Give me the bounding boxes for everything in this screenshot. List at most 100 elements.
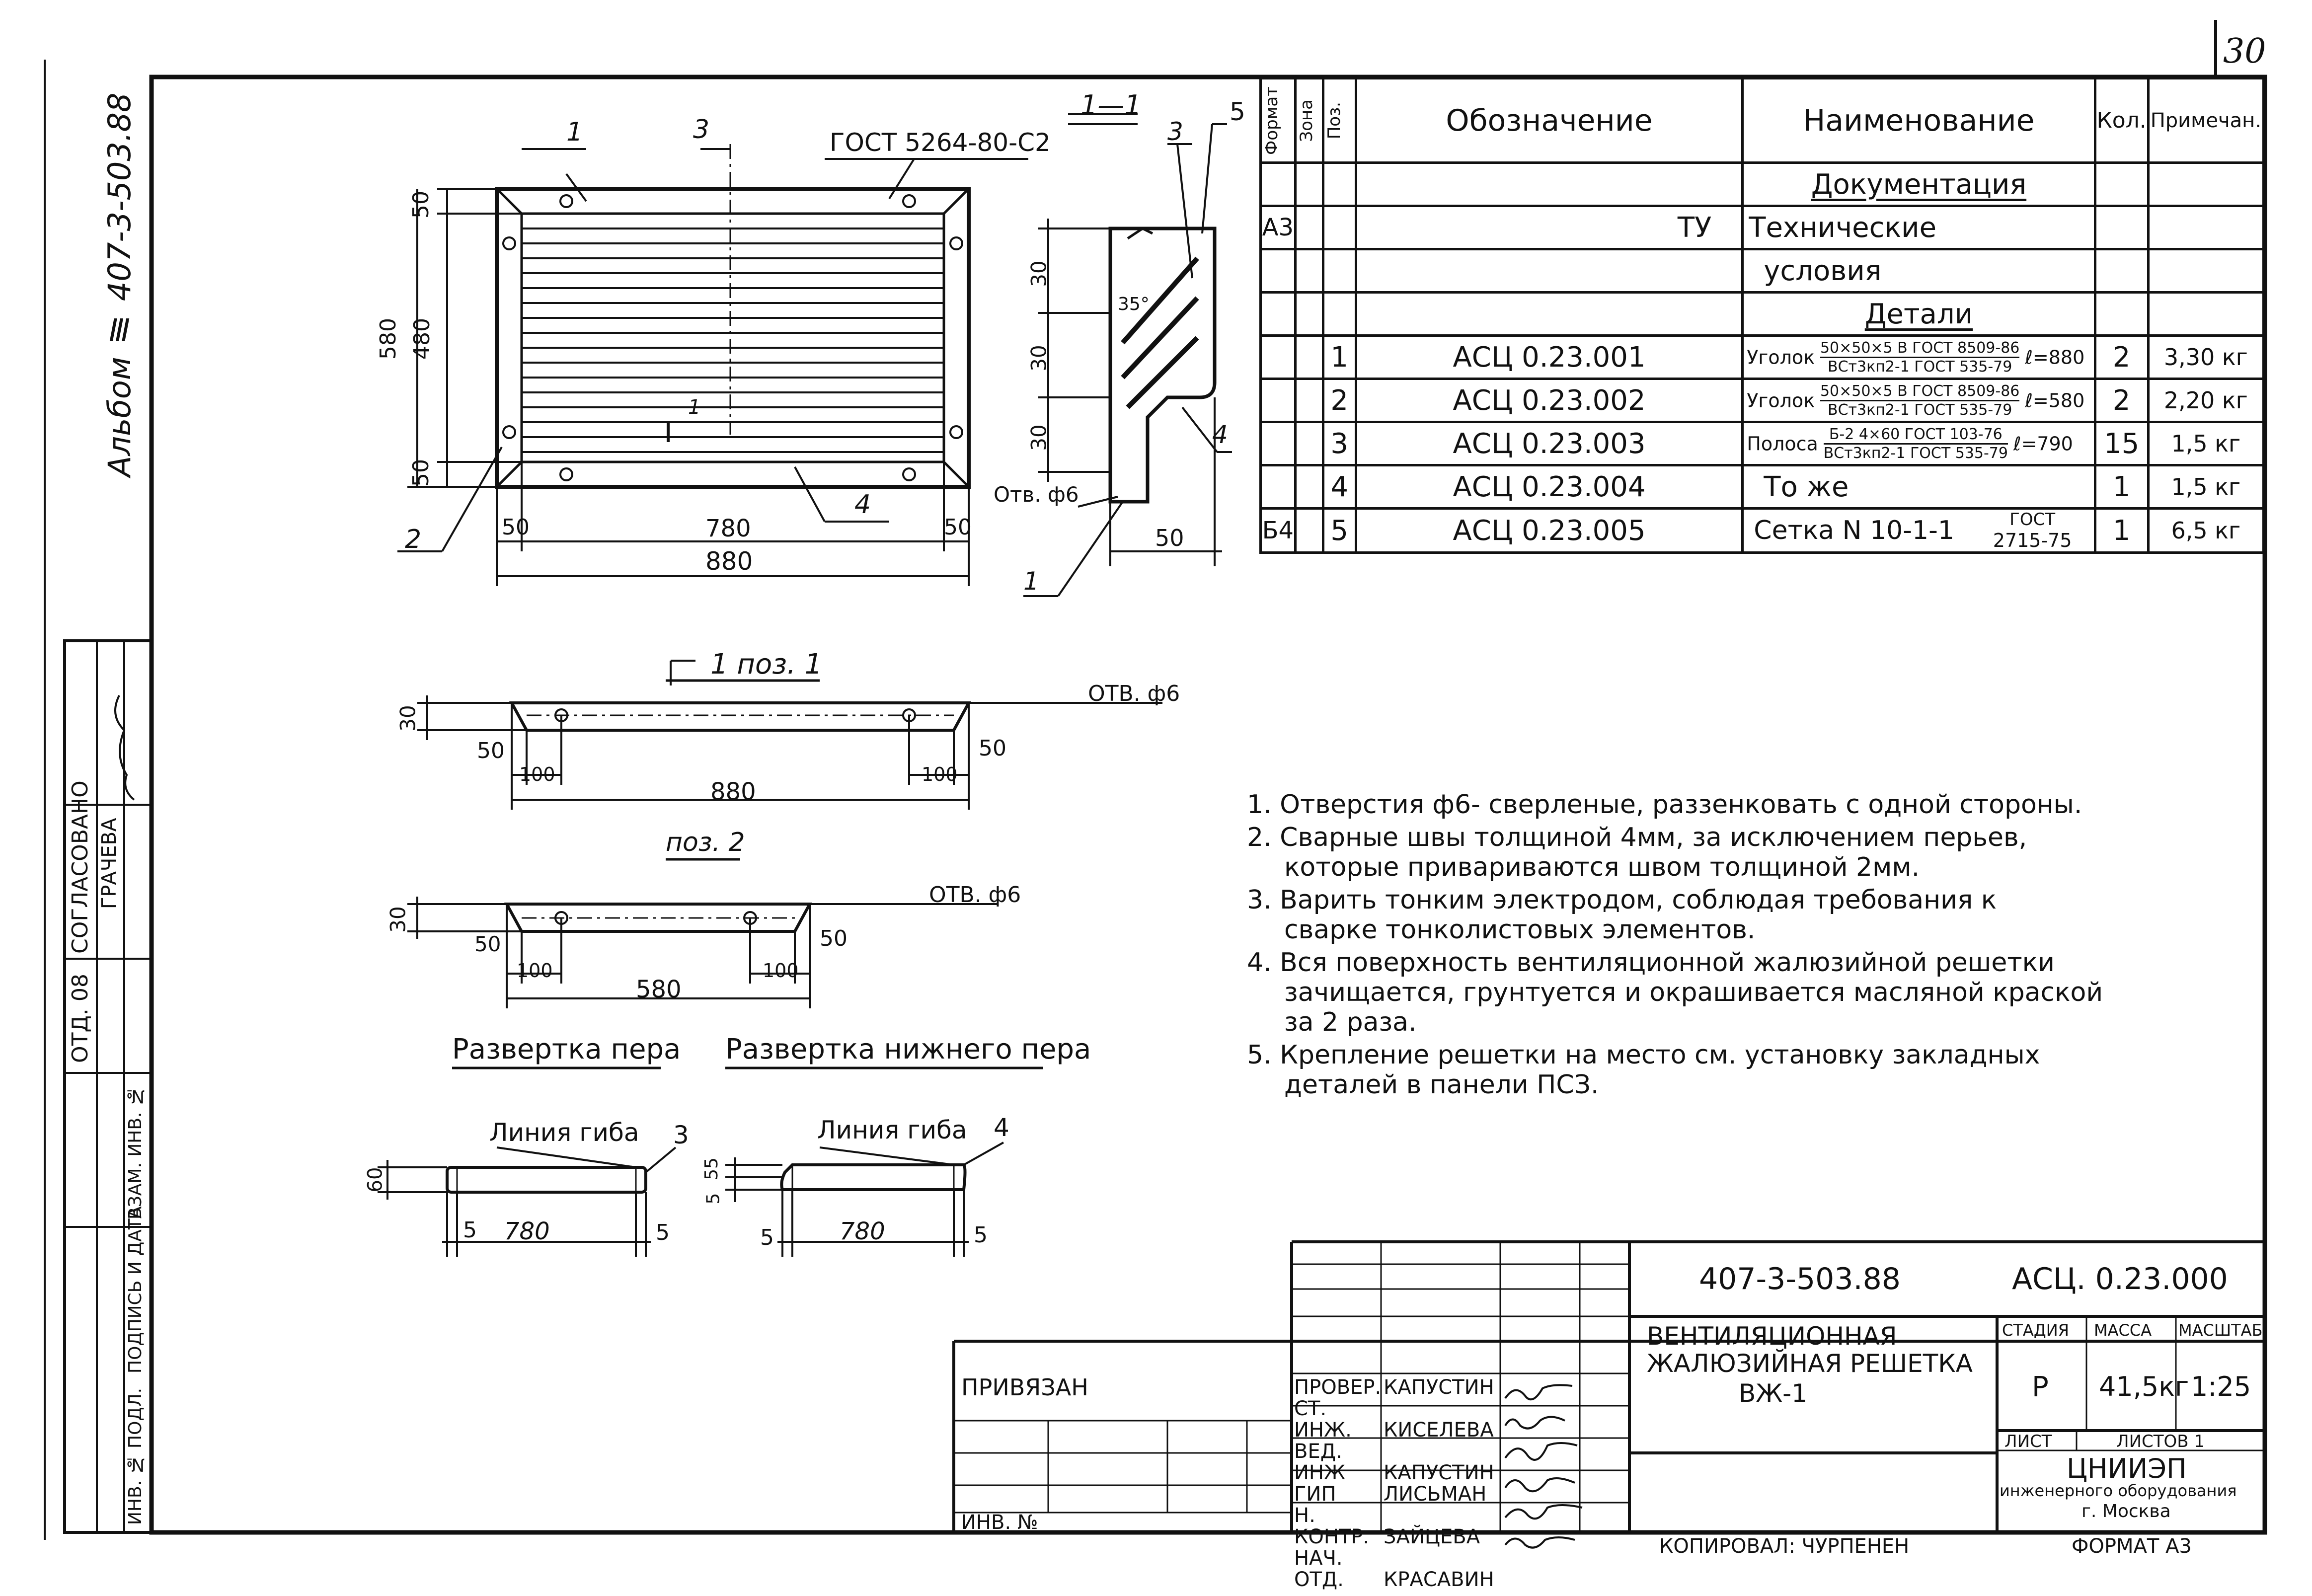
pos1-hole: ОТВ. ф6	[1088, 681, 1180, 706]
spec-cell-name: То же	[1741, 464, 2096, 510]
note-3: 3. Варить тонким электродом, соблюдая тр…	[1247, 885, 1997, 915]
main-leader-4: 4	[854, 490, 871, 520]
signer-row: ПРОВЕР.КАПУСТИН	[1294, 1376, 1494, 1399]
spec-cell-name: Уголок 50×50×5 В ГОСТ 8509-86 ВСт3кп2-1 …	[1741, 334, 2096, 380]
pos2-dim-right-100: 100	[763, 960, 799, 982]
spec-row-heading: Детали	[1741, 291, 2096, 337]
signer-row: Н. КОНТР.ЗАЙЦЕВА	[1294, 1504, 1480, 1548]
spec-cell-designation: АСЦ 0.23.002	[1354, 378, 1744, 423]
spec-cell-pos: 3	[1321, 421, 1357, 466]
page-number: 30	[2223, 32, 2266, 71]
spec-row: 4 АСЦ 0.23.004 То же 1 1,5 кг	[1259, 464, 2265, 510]
pos2-dim-total: 580	[636, 976, 682, 1003]
note-2: 2. Сварные швы толщиной 4мм, за исключен…	[1247, 823, 2027, 852]
main-dim-bottom-left: 50	[502, 515, 530, 540]
main-gost-note: ГОСТ 5264-80-С2	[830, 128, 1051, 157]
spec-cell-pos: 1	[1321, 334, 1357, 380]
spec-cell-qty: 1	[2093, 464, 2150, 510]
spec-cell-note: 1,5 кг	[2147, 421, 2265, 466]
title-doc-number: АСЦ. 0.23.000	[2012, 1262, 2228, 1296]
spec-cell-pos: 2	[1321, 378, 1357, 423]
section-angle: 35°	[1118, 294, 1150, 314]
section-title: 1—1	[1080, 89, 1142, 121]
spec-cell-qty: 1	[2093, 507, 2150, 554]
spec-cell-designation: АСЦ 0.23.005	[1354, 507, 1744, 554]
title-stage: Р	[2032, 1371, 2049, 1403]
unfold-lower-blade-dim-left: 5	[760, 1225, 774, 1250]
title-linked: ПРИВЯЗАН	[961, 1374, 1088, 1401]
spec-cell-name: Полоса Б-2 4×60 ГОСТ 103-76 ВСт3кп2-1 ГО…	[1741, 421, 2096, 466]
spec-header-name: Наименование	[1741, 77, 2096, 164]
title-sheet-label: ЛИСТ	[2004, 1432, 2052, 1451]
title-line-1: ВЕНТИЛЯЦИОННАЯ	[1647, 1322, 1897, 1351]
spec-cell-note: 3,30 кг	[2147, 334, 2265, 380]
unfold-lower-blade-leader: 4	[994, 1113, 1009, 1142]
title-org-line3: г. Москва	[2081, 1501, 2171, 1521]
spec-row: Документация	[1259, 161, 2265, 207]
spec-cell-qty: 2	[2093, 334, 2150, 380]
spec-cell-note: 2,20 кг	[2147, 378, 2265, 423]
title-stage-label: СТАДИЯ	[2002, 1321, 2069, 1340]
notes-block: 1. Отверстия ф6- сверленые, раззенковать…	[1247, 790, 2103, 1100]
title-org-line2: инженерного оборудования	[2000, 1481, 2237, 1500]
pos1-dim-left-50: 50	[477, 738, 505, 763]
spec-header-row: Формат Зона Поз. Обозначение Наименовани…	[1259, 77, 2265, 164]
unfold-blade-leader: 3	[673, 1121, 689, 1149]
unfold-lower-blade-dim-mid: 780	[840, 1217, 885, 1245]
note-4-cont: зачищается, грунтуется и окрашивается ма…	[1284, 978, 2103, 1007]
spec-row-heading: Документация	[1741, 161, 2096, 207]
note-3-cont: сварке тонколистовых элементов.	[1284, 915, 1756, 945]
unfold-lower-blade-drawing	[780, 1163, 967, 1191]
spec-row: 3 АСЦ 0.23.003 Полоса Б-2 4×60 ГОСТ 103-…	[1259, 421, 2265, 466]
unfold-lower-blade-title: Развертка нижнего пера	[725, 1033, 1091, 1065]
pos2-hole: ОТВ. ф6	[929, 882, 1021, 908]
spec-header-designation: Обозначение	[1354, 77, 1744, 164]
main-leader-2: 2	[405, 525, 422, 554]
grille-main-view	[495, 144, 971, 489]
section-leader-1: 1	[1023, 567, 1039, 596]
main-section-mark: 1	[688, 396, 701, 419]
pos1-dim-right-100: 100	[922, 763, 958, 785]
spec-row: 1 АСЦ 0.23.001 Уголок 50×50×5 В ГОСТ 850…	[1259, 334, 2265, 380]
spec-cell-format: А3	[1259, 205, 1297, 250]
format-label: ФОРМАТ А3	[2072, 1535, 2192, 1558]
pos2-dim-left-100: 100	[517, 960, 553, 982]
unfold-blade-bend-line: Линия гиба	[489, 1118, 639, 1147]
spec-cell-format: Б4	[1259, 507, 1297, 554]
spec-header-note: Примечан.	[2147, 77, 2265, 164]
signer-row: СТ. ИНЖ.КИСЕЛЕВА	[1294, 1397, 1494, 1442]
spec-cell-designation: ТУ	[1354, 205, 1744, 250]
section-1-1	[1108, 227, 1217, 504]
unfold-blade-dim-mid: 780	[504, 1217, 550, 1245]
pos2-dim-left-50: 50	[474, 932, 501, 956]
note-5: 5. Крепление решетки на место см. устано…	[1247, 1040, 2040, 1070]
note-2-cont: которые привариваются швом толщиной 2мм.	[1284, 852, 1920, 882]
spec-header-qty: Кол.	[2093, 77, 2150, 164]
spec-cell-name: условия	[1741, 248, 2096, 294]
main-leader-3: 3	[693, 115, 710, 145]
main-dim-bottom-right: 50	[944, 515, 972, 540]
unfold-blade-dim-left: 5	[463, 1217, 477, 1243]
unfold-blade-title: Развертка пера	[452, 1033, 681, 1065]
title-org-name: ЦНИИЭП	[2067, 1453, 2187, 1484]
pos1-dim-left-100: 100	[519, 763, 555, 785]
title-scale: 1:25	[2191, 1371, 2251, 1402]
spec-row: Б4 5 АСЦ 0.23.005 Сетка N 10-1-1 ГОСТ 27…	[1259, 507, 2265, 554]
spec-cell-name: Технические	[1741, 205, 2096, 250]
copied-by: КОПИРОВАЛ: ЧУРПЕНЕН	[1659, 1535, 1910, 1558]
section-leader-3: 3	[1167, 117, 1183, 146]
title-scale-label: МАСШТАБ	[2178, 1321, 2263, 1340]
spec-cell-note: 1,5 кг	[2147, 464, 2265, 510]
main-leader-1: 1	[566, 117, 583, 147]
main-dim-total-horizontal: 880	[705, 547, 753, 576]
title-inv: ИНВ. №	[961, 1511, 1038, 1534]
spec-cell-note: 6,5 кг	[2147, 507, 2265, 554]
spec-row: А3 ТУ Технические	[1259, 205, 2265, 250]
spec-row: 2 АСЦ 0.23.002 Уголок 50×50×5 В ГОСТ 850…	[1259, 378, 2265, 423]
unfold-blade-drawing	[446, 1166, 647, 1194]
spec-cell-pos: 5	[1321, 507, 1357, 554]
pos1-dim-total: 880	[710, 778, 756, 806]
